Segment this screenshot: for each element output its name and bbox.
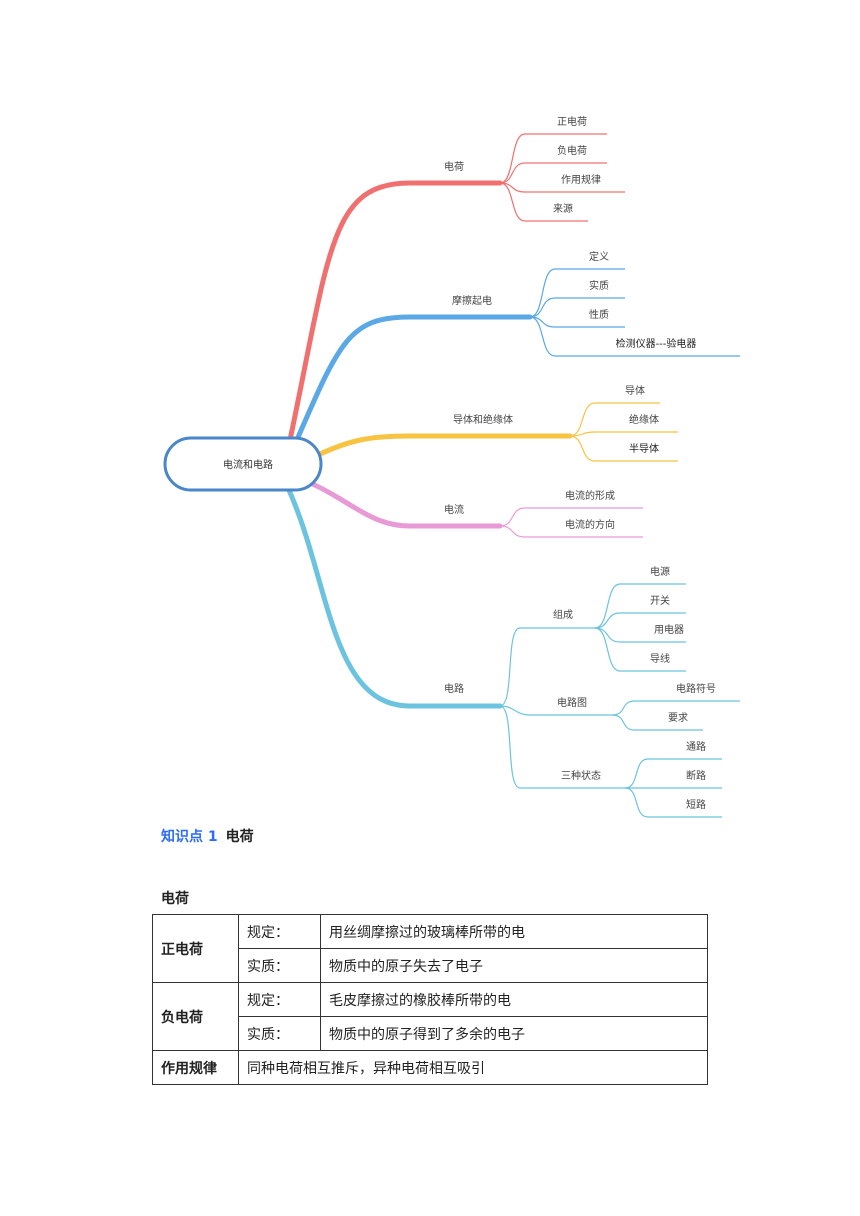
row-label: 实质： xyxy=(238,1016,321,1051)
mindmap-root-node xyxy=(163,436,323,492)
branch-connector-conductor xyxy=(315,433,573,458)
branch-connector-current xyxy=(305,479,503,529)
leaf-current-direction: 电流的方向 xyxy=(565,518,615,531)
branch-label-circuit: 电路 xyxy=(444,682,464,695)
table-row: 实质： 物质中的原子失去了电子 xyxy=(153,948,708,983)
branch-connector-friction xyxy=(293,314,533,445)
knowledge-table: 正电荷 规定： 用丝绸摩擦过的玻璃棒所带的电 实质： 物质中的原子失去了电子 负… xyxy=(152,914,708,1085)
row-label: 规定： xyxy=(238,914,321,949)
sub-branch-states: 三种状态 xyxy=(561,769,601,782)
leaf-appliance: 用电器 xyxy=(654,623,684,636)
row-content: 用丝绸摩擦过的玻璃棒所带的电 xyxy=(320,914,708,949)
sub-branch-composition: 组成 xyxy=(553,608,573,621)
table-row: 负电荷 规定： 毛皮摩擦过的橡胶棒所带的电 xyxy=(152,982,708,1051)
category-interaction-rule: 作用规律 xyxy=(152,1050,239,1085)
leaf-definition: 定义 xyxy=(589,250,609,263)
category-positive-charge: 正电荷 xyxy=(152,914,239,983)
leaf-essence: 实质 xyxy=(589,279,609,292)
row-content: 物质中的原子得到了多余的电子 xyxy=(320,1016,708,1051)
leaf-closed-circuit: 通路 xyxy=(686,740,706,753)
branch-label-current: 电流 xyxy=(444,503,464,516)
branch-label-charge: 电荷 xyxy=(444,160,464,173)
leaf-circuit-symbols: 电路符号 xyxy=(676,682,716,695)
leaf-positive-charge: 正电荷 xyxy=(557,115,587,128)
section-number: 知识点 1 xyxy=(161,829,218,845)
section-title: 电荷 xyxy=(225,829,254,845)
leaf-insulator: 绝缘体 xyxy=(629,413,659,426)
mindmap-root-label: 电流和电路 xyxy=(223,458,273,471)
row-content: 同种电荷相互推斥，异种电荷相互吸引 xyxy=(238,1050,708,1085)
leaf-short-circuit: 短路 xyxy=(686,798,706,811)
branch-connector-circuit xyxy=(285,485,503,709)
branch-connector-charge xyxy=(287,180,503,443)
category-negative-charge: 负电荷 xyxy=(152,982,239,1051)
leaf-requirements: 要求 xyxy=(668,712,688,724)
leaf-source: 来源 xyxy=(553,202,573,215)
sub-branch-diagram: 电路图 xyxy=(557,696,587,709)
leaf-conductor: 导体 xyxy=(625,385,645,397)
leaf-detector: 检测仪器---验电器 xyxy=(616,337,697,350)
mind-map: 电流和电路 电荷 摩擦起电 导体和绝缘体 电流 电路 正电荷 负电荷 作用规律 … xyxy=(163,115,740,818)
branch-label-conductor: 导体和绝缘体 xyxy=(453,413,513,426)
leaf-negative-charge: 负电荷 xyxy=(557,144,587,157)
section-heading: 知识点 1 电荷 xyxy=(161,826,254,846)
leaf-open-circuit: 断路 xyxy=(686,769,706,782)
leaf-property: 性质 xyxy=(589,308,609,321)
leaf-wire: 导线 xyxy=(650,652,670,665)
row-label: 实质： xyxy=(238,948,321,983)
leaf-switch: 开关 xyxy=(650,594,670,607)
row-content: 物质中的原子失去了电子 xyxy=(320,948,708,983)
leaf-current-formation: 电流的形成 xyxy=(565,489,615,502)
leaf-interaction-rule: 作用规律 xyxy=(561,173,601,186)
row-label: 规定： xyxy=(238,982,321,1017)
table-row: 作用规律 同种电荷相互推斥，异种电荷相互吸引 xyxy=(152,1050,708,1085)
table-title: 电荷 xyxy=(161,891,189,907)
table-row: 正电荷 规定： 用丝绸摩擦过的玻璃棒所带的电 xyxy=(152,914,708,983)
row-content: 毛皮摩擦过的橡胶棒所带的电 xyxy=(320,982,708,1017)
leaf-power-source: 电源 xyxy=(650,565,670,578)
branch-label-friction: 摩擦起电 xyxy=(452,294,492,307)
leaf-semiconductor: 半导体 xyxy=(629,442,659,455)
